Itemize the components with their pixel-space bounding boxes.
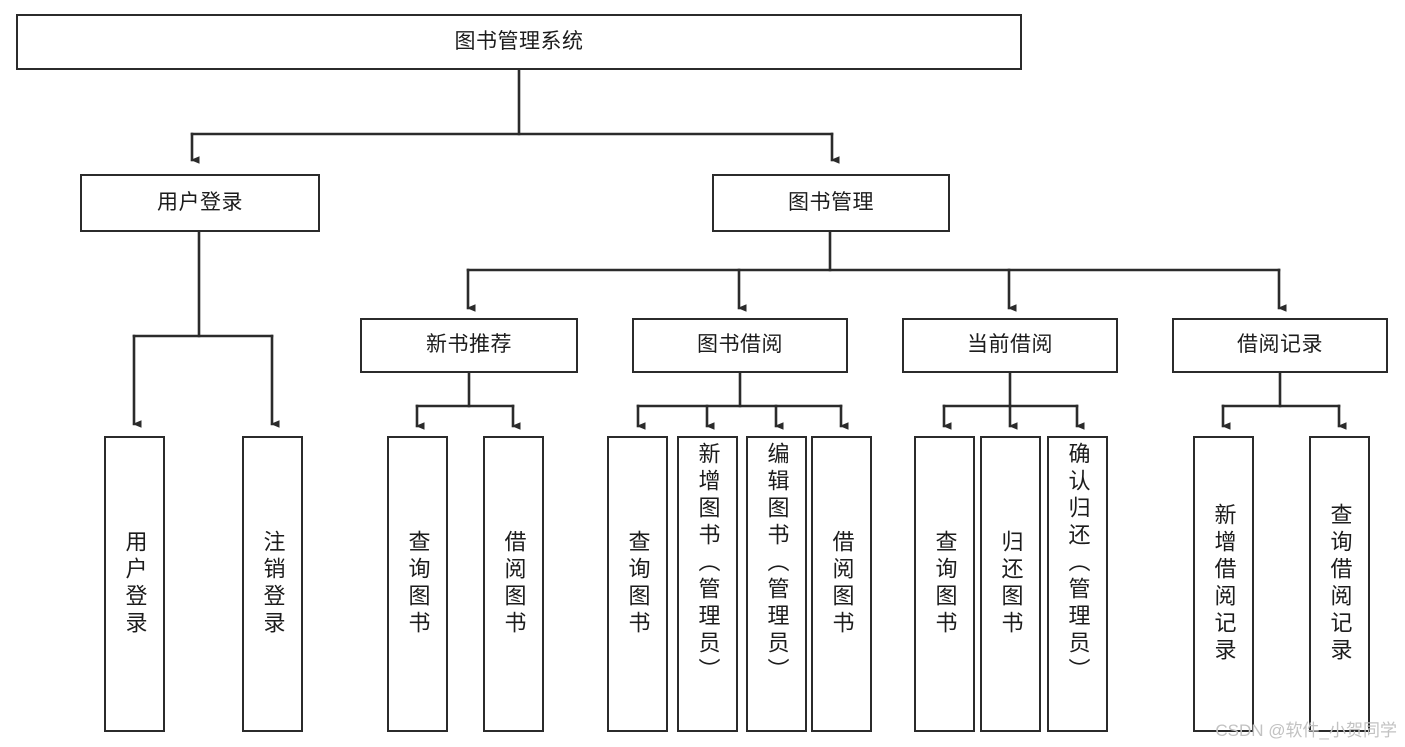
node-leaf-logout-login-label: 注销登录 — [260, 530, 286, 638]
node-leaf-borrow-book-1-label: 借阅图书 — [501, 530, 527, 638]
node-leaf-return-book-label: 归还图书 — [998, 530, 1024, 638]
node-user-login-label: 用户登录 — [157, 190, 243, 214]
node-leaf-borrow-book-2-label: 借阅图书 — [829, 530, 855, 638]
node-user-login[interactable]: 用户登录 — [80, 174, 320, 232]
node-book-borrow[interactable]: 图书借阅 — [632, 318, 848, 373]
node-leaf-confirm-return[interactable]: 确认归还（管理员） — [1047, 436, 1108, 732]
watermark-text: CSDN @软件_小贺同学 — [1215, 721, 1397, 740]
node-leaf-confirm-return-label: 确认归还（管理员） — [1065, 442, 1091, 685]
node-current-borrow-label: 当前借阅 — [967, 333, 1053, 357]
node-book-manage[interactable]: 图书管理 — [712, 174, 950, 232]
node-leaf-add-book[interactable]: 新增图书（管理员） — [677, 436, 738, 732]
node-new-book-recommend-label: 新书推荐 — [426, 333, 512, 357]
node-leaf-add-record[interactable]: 新增借阅记录 — [1193, 436, 1254, 732]
node-root-label: 图书管理系统 — [454, 29, 584, 53]
node-leaf-query-book-2-label: 查询图书 — [625, 530, 651, 638]
node-root[interactable]: 图书管理系统 — [16, 14, 1022, 70]
node-leaf-query-record-label: 查询借阅记录 — [1327, 503, 1353, 665]
node-leaf-query-book-2[interactable]: 查询图书 — [607, 436, 668, 732]
node-leaf-return-book[interactable]: 归还图书 — [980, 436, 1041, 732]
node-leaf-query-book-3[interactable]: 查询图书 — [914, 436, 975, 732]
node-borrow-record-label: 借阅记录 — [1237, 333, 1323, 357]
node-leaf-edit-book-label: 编辑图书（管理员） — [764, 442, 790, 685]
node-leaf-user-login[interactable]: 用户登录 — [104, 436, 165, 732]
node-leaf-query-book-3-label: 查询图书 — [932, 530, 958, 638]
node-leaf-query-record[interactable]: 查询借阅记录 — [1309, 436, 1370, 732]
node-leaf-add-record-label: 新增借阅记录 — [1211, 503, 1237, 665]
node-leaf-borrow-book-1[interactable]: 借阅图书 — [483, 436, 544, 732]
node-new-book-recommend[interactable]: 新书推荐 — [360, 318, 578, 373]
node-leaf-query-book-1[interactable]: 查询图书 — [387, 436, 448, 732]
node-leaf-edit-book[interactable]: 编辑图书（管理员） — [746, 436, 807, 732]
node-leaf-query-book-1-label: 查询图书 — [405, 530, 431, 638]
node-leaf-borrow-book-2[interactable]: 借阅图书 — [811, 436, 872, 732]
node-leaf-logout-login[interactable]: 注销登录 — [242, 436, 303, 732]
node-current-borrow[interactable]: 当前借阅 — [902, 318, 1118, 373]
node-book-manage-label: 图书管理 — [788, 190, 874, 214]
node-leaf-user-login-label: 用户登录 — [122, 530, 148, 638]
node-leaf-add-book-label: 新增图书（管理员） — [695, 442, 721, 685]
node-book-borrow-label: 图书借阅 — [697, 333, 783, 357]
node-borrow-record[interactable]: 借阅记录 — [1172, 318, 1388, 373]
